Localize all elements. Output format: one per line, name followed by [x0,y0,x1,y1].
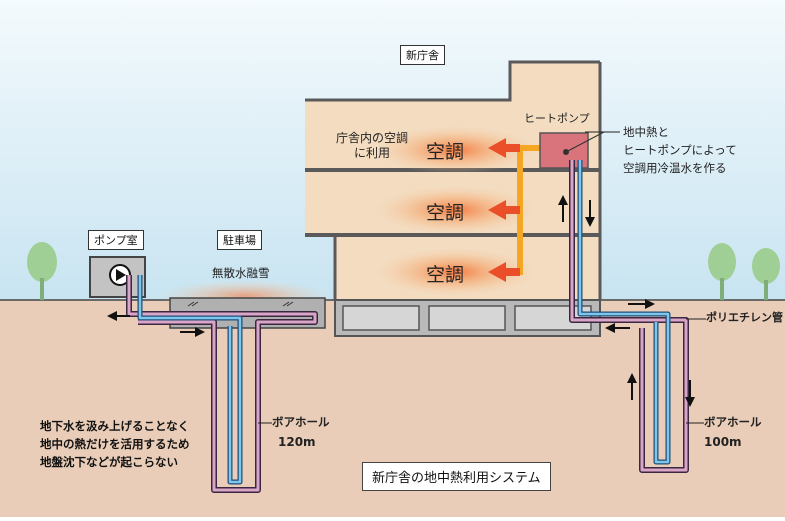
pump-room [89,256,146,298]
ac-label-1: 空調 [426,141,465,163]
snow-melt-label: 無散水融雪 [212,266,270,280]
flow-arrows [107,195,695,407]
parking-label: 駐車場 [217,230,262,250]
building-title: 新庁舎 [400,45,445,65]
pump-room-label: ポンプ室 [88,230,144,250]
borehole-right-depth: 100m [704,435,742,449]
leader-lines [258,131,706,424]
pipe-right [569,160,689,473]
heat-glow-3 [375,248,535,296]
ac-label-3: 空調 [426,264,465,286]
tree-left [27,242,57,300]
pipe-left [126,275,318,493]
tree-right-1 [708,243,736,300]
polyethylene-pipe-label: ポリエチレン管 [706,311,783,324]
diagram-caption: 新庁舎の地中熱利用システム [362,462,551,491]
groundwater-note: 地下水を汲み上げることなく 地中の熱だけを活用するため 地盤沈下などが起こらない [40,419,190,469]
borehole-left-label: ボアホール [272,415,330,429]
tree-right-2 [752,248,780,300]
heat-glow-2 [375,186,535,234]
heat-pump-label: ヒートポンプ [524,112,590,125]
borehole-left-depth: 120m [278,435,316,449]
borehole-right-label: ボアホール [704,415,762,429]
floor-usage-label: 庁舎内の空調 に利用 [336,131,409,160]
heat-glow-1 [375,126,535,174]
heat-pump-note: 地中熱と ヒートポンプによって 空調用冷温水を作る [623,125,737,175]
ac-label-2: 空調 [426,202,465,224]
building-foundation [334,299,601,337]
